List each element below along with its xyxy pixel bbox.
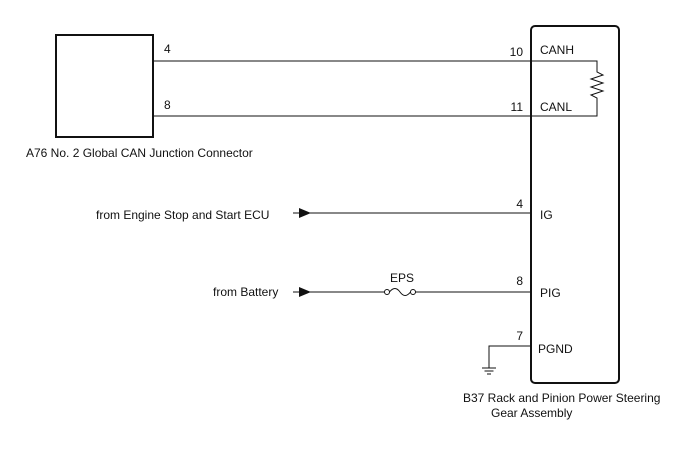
- b37-label-line2: Gear Assembly: [491, 406, 572, 420]
- termination-resistor: [531, 60, 605, 117]
- b37-ecu-box: [530, 25, 620, 384]
- b37-pin-pgnd-name: PGND: [538, 342, 573, 356]
- b37-pin-ig-name: IG: [540, 208, 553, 222]
- b37-pin-4-number: 4: [516, 197, 523, 211]
- a76-pin-4-label: 4: [164, 42, 171, 56]
- engine-stop-start-input-label: from Engine Stop and Start ECU: [96, 208, 269, 222]
- fuse-label: EPS: [390, 271, 414, 285]
- a76-connector-box: [55, 34, 154, 138]
- a76-connector-label: A76 No. 2 Global CAN Junction Connector: [26, 146, 253, 160]
- b37-pin-canl-name: CANL: [540, 100, 572, 114]
- battery-input-label: from Battery: [213, 285, 278, 299]
- b37-pin-canh-name: CANH: [540, 43, 574, 57]
- b37-label-line1: B37 Rack and Pinion Power Steering: [463, 391, 660, 405]
- b37-pin-pig-name: PIG: [540, 286, 561, 300]
- ground-icon: [482, 367, 496, 375]
- b37-pin-10-number: 10: [510, 45, 524, 59]
- a76-pin-8-label: 8: [164, 98, 171, 112]
- b37-pin-7-number: 7: [516, 329, 523, 343]
- b37-pin-8-number: 8: [516, 274, 523, 288]
- pgnd-wire: [488, 345, 531, 368]
- fuse-terminal-left: [384, 289, 390, 295]
- b37-pin-11-number: 11: [511, 100, 524, 114]
- fuse-icon: [389, 288, 411, 296]
- fuse-terminal-right: [410, 289, 416, 295]
